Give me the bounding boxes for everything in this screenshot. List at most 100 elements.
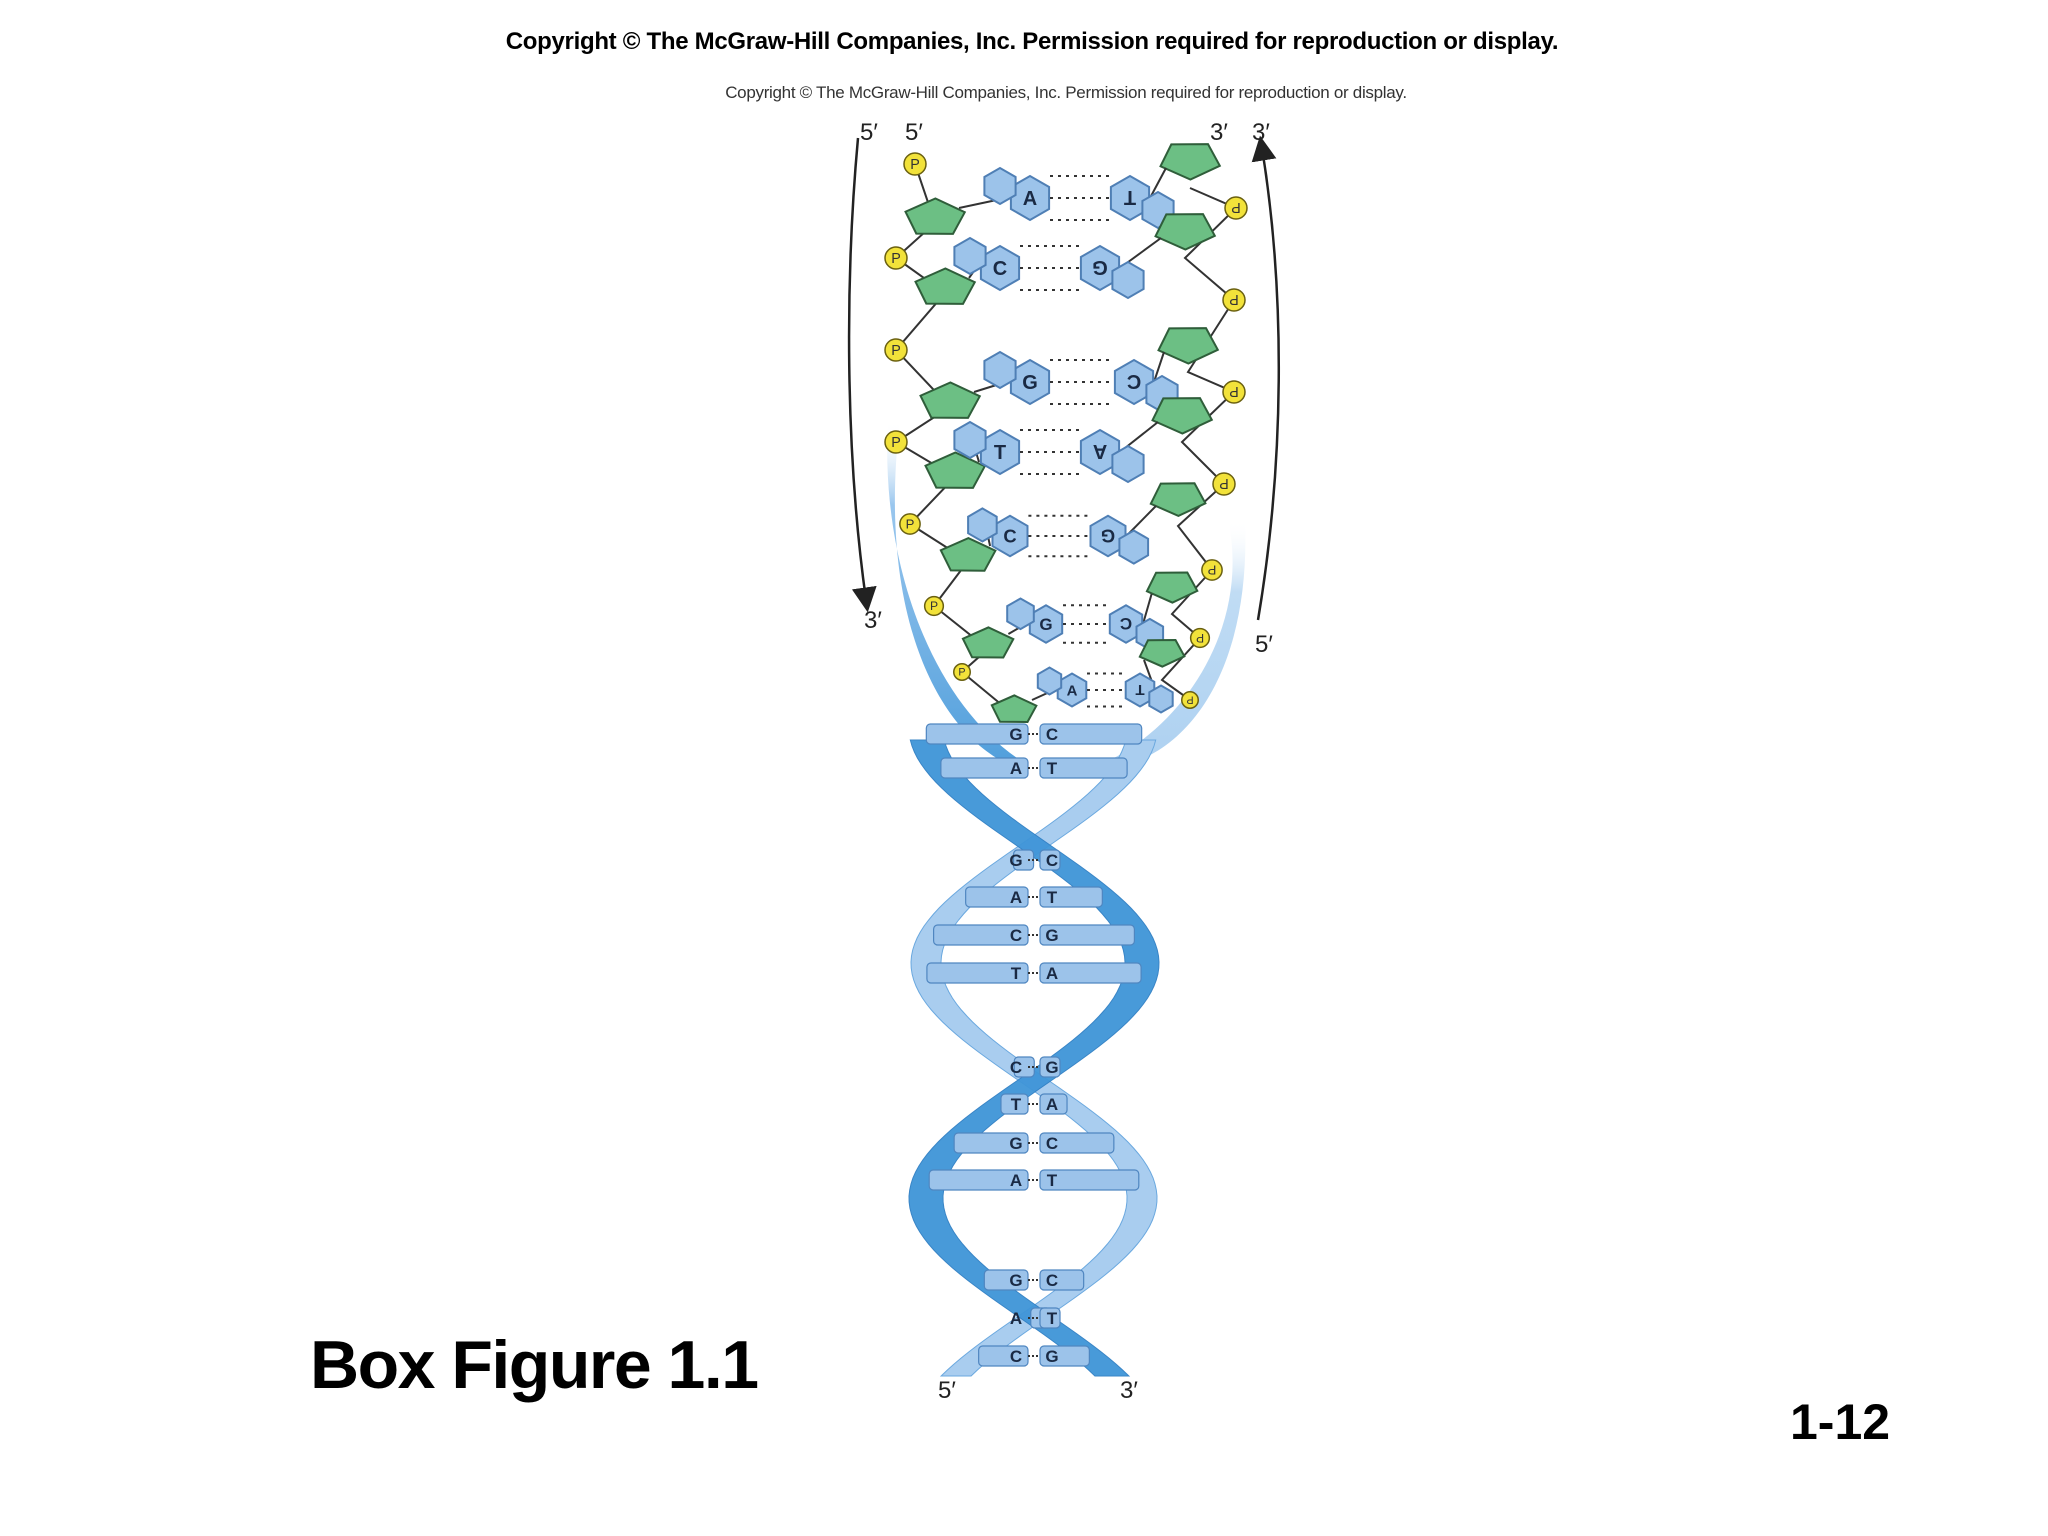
- phosphate-circle: [1181, 691, 1199, 709]
- left-strand-direction-arrow: [847, 137, 877, 613]
- ladder-base-letter: A: [1023, 188, 1037, 210]
- phosphate-label: P: [891, 343, 901, 359]
- phosphate-label: P: [906, 517, 915, 532]
- deoxyribose-sugar: [1157, 327, 1220, 365]
- phosphate-circle: [903, 152, 927, 176]
- nitrogenous-base: [1113, 358, 1155, 406]
- deoxyribose-sugar: [919, 381, 982, 419]
- helix-base-block: [1013, 1056, 1035, 1078]
- phosphate-circle: [1222, 288, 1246, 312]
- left-arrow-3prime-label: 3′: [864, 607, 882, 634]
- helix-base-letter: C: [1010, 1058, 1022, 1077]
- nitrogenous-base-ring: [953, 420, 987, 460]
- helix-base-block: [1039, 723, 1143, 745]
- helix-base-block: [1039, 1345, 1090, 1367]
- phosphate-circle: [1189, 627, 1211, 649]
- nitrogenous-base: [1108, 604, 1144, 644]
- phosphate-group: P: [953, 663, 971, 681]
- deoxyribose-sugar: [924, 451, 987, 489]
- helix-base-letter: A: [1010, 1171, 1022, 1190]
- helix-base-block: [1039, 1132, 1115, 1154]
- helix-base-block: [1039, 962, 1142, 984]
- phosphate-group: P: [1222, 288, 1246, 312]
- phosphate-circle: [1222, 380, 1246, 404]
- bottom-right-3prime-label: 3′: [1120, 1377, 1138, 1404]
- phosphate-group: P: [884, 430, 908, 454]
- helix-base-letter: G: [1009, 851, 1022, 870]
- phosphate-circle: [1201, 559, 1223, 581]
- slide-number: 1-12: [1790, 1394, 1891, 1450]
- copyright-notice: Copyright © The McGraw-Hill Companies, I…: [505, 28, 1559, 55]
- helix-base-block: [1039, 1169, 1140, 1191]
- ladder-base-letter: A: [1067, 682, 1078, 699]
- ladder-base-letter: T: [1135, 681, 1144, 698]
- ladder-base-letter: T: [1124, 186, 1136, 208]
- ladder-base-letter: A: [1093, 440, 1107, 462]
- helix-base-letter: G: [1009, 1271, 1022, 1290]
- helix-base-block: [1039, 1269, 1085, 1291]
- phosphate-label: P: [1219, 475, 1229, 491]
- helix-base-letter: C: [1046, 851, 1058, 870]
- helix-base-letter: T: [1047, 1309, 1058, 1328]
- nitrogenous-base: [1089, 514, 1127, 558]
- helix-base-letter: G: [1045, 1347, 1058, 1366]
- phosphate-label: P: [1231, 199, 1241, 215]
- phosphate-group: P: [923, 595, 945, 617]
- ladder-base-letter: T: [994, 442, 1006, 464]
- helix-base-letter: T: [1011, 964, 1022, 983]
- ladder-base-letter: C: [1120, 614, 1132, 633]
- phosphate-label: P: [930, 599, 938, 613]
- deoxyribose-sugar: [1145, 571, 1199, 604]
- helix-base-block: [1039, 757, 1128, 779]
- copyright-notice-small: Copyright © The McGraw-Hill Companies, I…: [725, 83, 1407, 102]
- phosphate-label: P: [910, 157, 920, 173]
- nitrogenous-base: [1109, 174, 1151, 222]
- phosphate-label: P: [1196, 631, 1204, 645]
- phosphate-group: P: [1201, 559, 1223, 581]
- ladder-base-letter: C: [1127, 370, 1141, 392]
- phosphate-circle: [899, 513, 921, 535]
- phosphate-group: P: [1222, 380, 1246, 404]
- phosphate-circle: [884, 246, 908, 270]
- helix-base-letter: A: [1010, 888, 1022, 907]
- right-arrow-5prime-label: 5′: [1255, 631, 1273, 658]
- helix-base-letter: C: [1010, 926, 1022, 945]
- helix-base-letter: A: [1046, 964, 1058, 983]
- phosphate-circle: [1224, 196, 1248, 220]
- helix-base-letter: T: [1047, 1171, 1058, 1190]
- helix-base-letter: A: [1010, 1309, 1022, 1328]
- phosphate-group: P: [884, 338, 908, 362]
- phosphate-label: P: [1229, 291, 1239, 307]
- figure-caption: Box Figure 1.1: [310, 1327, 759, 1403]
- helix-base-letter: C: [1010, 1347, 1022, 1366]
- phosphate-group: P: [899, 513, 921, 535]
- deoxyribose-sugar: [914, 267, 977, 305]
- nitrogenous-base-ring: [1111, 260, 1145, 300]
- phosphate-group: P: [1189, 627, 1211, 649]
- nitrogenous-base: [1124, 672, 1156, 708]
- helix-base-letter: G: [1045, 926, 1058, 945]
- phosphate-group: P: [884, 246, 908, 270]
- deoxyribose-sugar: [961, 626, 1015, 659]
- top-right-outer-3prime-label: 3′: [1252, 119, 1270, 146]
- helix-base-letter: T: [1047, 888, 1058, 907]
- nitrogenous-base: [1079, 428, 1121, 476]
- deoxyribose-sugar: [904, 197, 967, 235]
- helix-base-block: [1039, 1307, 1061, 1329]
- ladder-base-letter: C: [993, 258, 1007, 280]
- ladder-base-letter: G: [1022, 372, 1038, 394]
- phosphate-circle: [1212, 472, 1236, 496]
